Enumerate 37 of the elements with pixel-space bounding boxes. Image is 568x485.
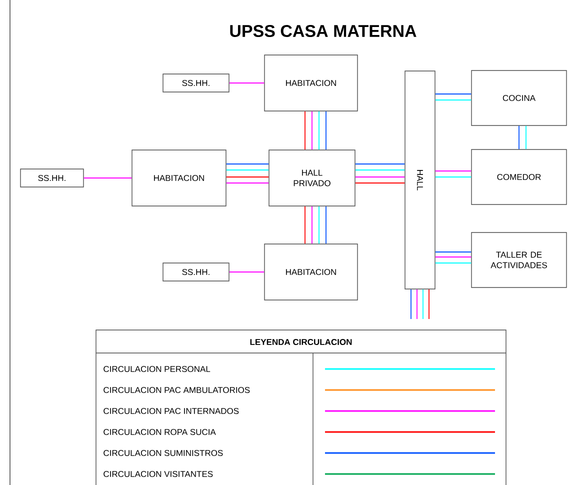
label-box: SS.HH.: [20, 168, 84, 188]
circulation-line: [226, 182, 270, 184]
legend-label: CIRCULACION PERSONAL: [104, 366, 210, 372]
circulation-line: [318, 110, 320, 150]
legend-label: CIRCULACION ROPA SUCIA: [104, 429, 216, 435]
legend-label: CIRCULACION VISITANTES: [104, 471, 213, 477]
circulation-line: [434, 262, 472, 264]
room-box: HABITACION: [264, 244, 358, 300]
circulation-line: [518, 125, 520, 150]
circulation-line: [304, 110, 306, 150]
room-box: TALLER DE ACTIVIDADES: [471, 232, 567, 288]
room-box: COMEDOR: [471, 149, 567, 205]
legend-label: CIRCULACION PAC INTERNADOS: [104, 408, 239, 414]
circulation-line: [434, 170, 472, 172]
circulation-line: [304, 206, 306, 244]
circulation-line: [422, 288, 424, 320]
room-box: HABITACION: [132, 150, 226, 206]
circulation-line: [428, 288, 430, 320]
circulation-line: [226, 176, 270, 178]
legend-label: CIRCULACION PAC AMBULATORIOS: [104, 387, 250, 393]
circulation-line: [434, 256, 472, 258]
circulation-line: [354, 182, 406, 184]
legend-label: CIRCULACION SUMINISTROS: [104, 450, 223, 456]
circulation-line: [410, 288, 412, 320]
room-box: COCINA: [471, 70, 567, 126]
circulation-line: [434, 176, 472, 178]
circulation-line: [416, 288, 418, 320]
label-box: SS.HH.: [162, 262, 230, 282]
hall-bar: HALL: [404, 70, 436, 290]
label-box: SS.HH.: [162, 74, 230, 92]
circulation-line: [354, 176, 406, 178]
room-box: HABITACION: [264, 54, 358, 112]
circulation-line: [318, 206, 320, 244]
room-box: HALL PRIVADO: [268, 150, 356, 206]
legend-title: LEYENDA CIRCULACION: [250, 339, 352, 345]
circulation-line: [228, 82, 265, 84]
title: UPSS CASA MATERNA: [230, 24, 416, 38]
